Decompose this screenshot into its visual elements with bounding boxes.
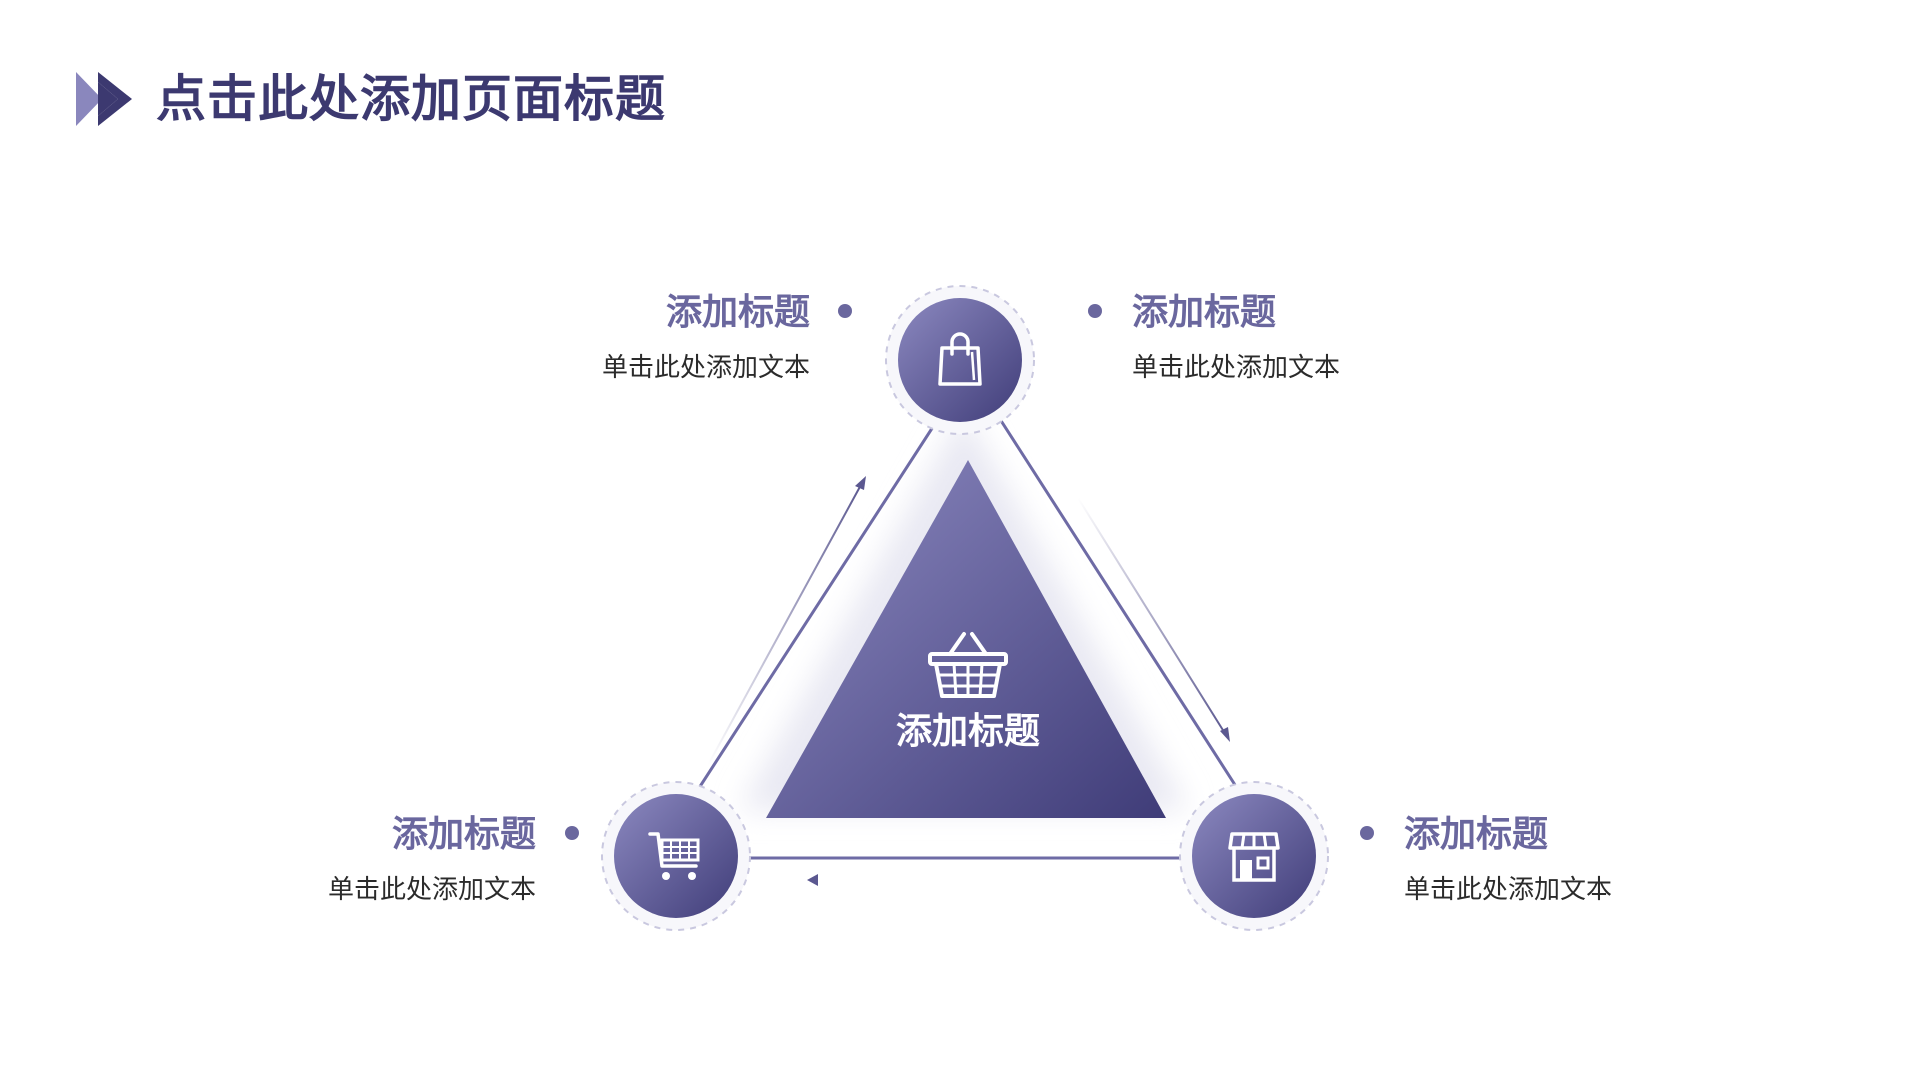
bullet-dot [838,304,852,318]
shopping-cart-icon [648,832,700,880]
storefront-icon [1228,832,1280,882]
bullet-dot [1360,826,1374,840]
item-title-bottom-right[interactable]: 添加标题 [1404,814,1549,855]
item-desc-top-left[interactable]: 单击此处添加文本 [601,353,810,383]
node-circle-bottom-right [1179,781,1329,931]
double-chevron-icon [76,72,132,126]
arrow-bottom-side [807,874,1108,886]
item-desc-bottom-right[interactable]: 单击此处添加文本 [1404,875,1613,905]
arrow-right-side [1077,497,1230,742]
page-title[interactable]: 点击此处添加页面标题 [156,70,666,128]
center-title[interactable]: 添加标题 [895,711,1040,752]
item-desc-top-right[interactable]: 单击此处添加文本 [1132,353,1341,383]
item-title-top-right[interactable]: 添加标题 [1132,292,1277,333]
connector-lines [686,415,1248,860]
item-desc-bottom-left[interactable]: 单击此处添加文本 [327,875,536,905]
item-title-bottom-left[interactable]: 添加标题 [391,814,536,855]
shopping-bag-icon [938,332,982,386]
node-circle-bottom-left [601,781,751,931]
center-triangle [766,460,1166,818]
shopping-basket-icon [928,632,1008,698]
bullet-dot [565,826,579,840]
item-title-top-left[interactable]: 添加标题 [665,292,810,333]
arrow-left-side [707,476,866,766]
node-circle-top [885,285,1035,435]
bullet-dot [1088,304,1102,318]
